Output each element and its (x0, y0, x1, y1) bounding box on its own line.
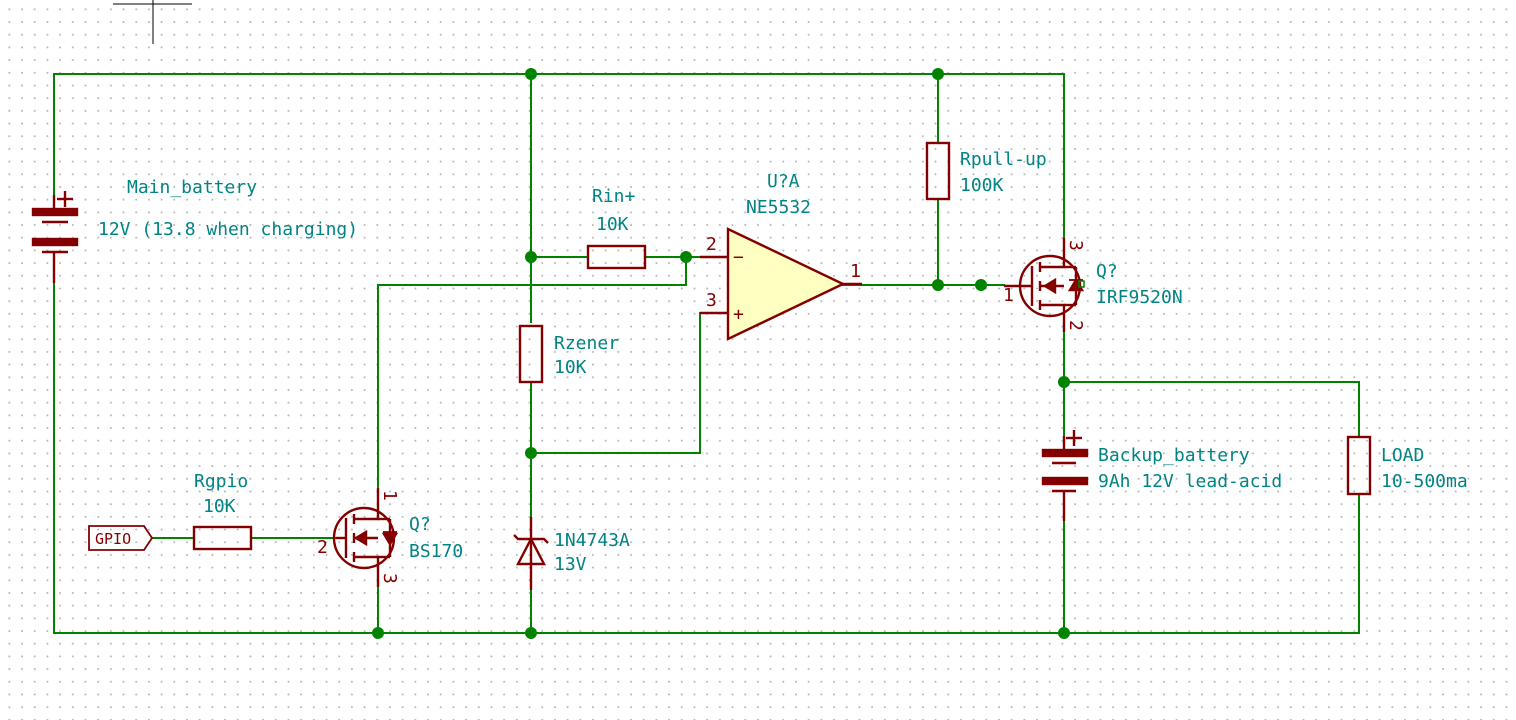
opamp-value: NE5532 (746, 197, 811, 218)
wires (53, 73, 1360, 634)
junction (372, 627, 384, 639)
zener-diode-symbol[interactable] (513, 517, 549, 590)
nmos-pin-2: 2 (317, 537, 328, 558)
nmos-symbol[interactable] (332, 488, 399, 587)
zener-ref: 1N4743A (554, 530, 630, 551)
wire-nmos-drain[interactable] (377, 256, 687, 489)
main-battery-value: 12V (13.8 when charging) (98, 219, 358, 240)
junction (932, 279, 944, 291)
backup-battery-symbol[interactable] (1041, 430, 1089, 521)
junction (932, 68, 944, 80)
nmos-ref: Q? (409, 514, 431, 535)
junction (680, 251, 692, 263)
main-battery-symbol[interactable] (31, 191, 79, 283)
junction (525, 447, 537, 459)
load-resistor[interactable] (1346, 435, 1372, 496)
rpullup-value: 100K (960, 175, 1004, 196)
nmos-pin-1: 1 (379, 490, 400, 501)
gpio-label-text: GPIO (95, 530, 131, 548)
pmos-symbol[interactable] (1004, 238, 1085, 332)
load-value: 10-500ma (1381, 471, 1468, 492)
junction (975, 279, 987, 291)
pmos-pin-2: 2 (1065, 320, 1086, 331)
rin-value: 10K (596, 214, 629, 235)
pmos-value: IRF9520N (1096, 287, 1183, 308)
rpullup-ref: Rpull-up (960, 149, 1047, 170)
pmos-pin-1: 1 (1003, 285, 1014, 306)
rzener-ref: Rzener (554, 333, 619, 354)
junction (1058, 376, 1070, 388)
opamp-ref: U?A (767, 171, 800, 192)
backup-battery-ref: Backup_battery (1098, 445, 1250, 466)
pmos-pin-3: 3 (1065, 240, 1086, 251)
nmos-value: BS170 (409, 541, 463, 562)
backup-battery-value: 9Ah 12V lead-acid (1098, 471, 1282, 492)
rzener-value: 10K (554, 357, 587, 378)
zener-value: 13V (554, 554, 587, 575)
opamp-minus-sign: − (733, 247, 744, 268)
junction (525, 627, 537, 639)
opamp-pin-3: 3 (706, 290, 717, 311)
rgpio-value: 10K (203, 496, 236, 517)
rgpio-resistor[interactable] (192, 525, 253, 551)
wire-top-rail[interactable] (53, 73, 1065, 239)
wire-main-batt-bottom[interactable] (53, 282, 1360, 634)
cursor-crosshair (113, 0, 192, 44)
opamp-plus-sign: + (733, 304, 744, 325)
rin-resistor[interactable] (586, 244, 647, 270)
opamp-pin-2: 2 (706, 234, 717, 255)
junctions (372, 68, 1070, 639)
opamp-pin-1: 1 (850, 261, 861, 282)
rin-ref: Rin+ (592, 186, 636, 207)
gpio-global-label[interactable]: GPIO (88, 525, 154, 551)
rgpio-ref: Rgpio (194, 471, 248, 492)
rzener-resistor[interactable] (518, 324, 544, 384)
junction (525, 68, 537, 80)
main-battery-ref: Main_battery (127, 177, 257, 198)
junction (1058, 627, 1070, 639)
junction (525, 251, 537, 263)
wire-load-top[interactable] (1063, 381, 1360, 437)
pmos-ref: Q? (1096, 261, 1118, 282)
nmos-pin-3: 3 (379, 573, 400, 584)
rpullup-resistor[interactable] (925, 141, 951, 201)
opamp-symbol[interactable] (700, 227, 862, 341)
load-ref: LOAD (1381, 445, 1424, 466)
